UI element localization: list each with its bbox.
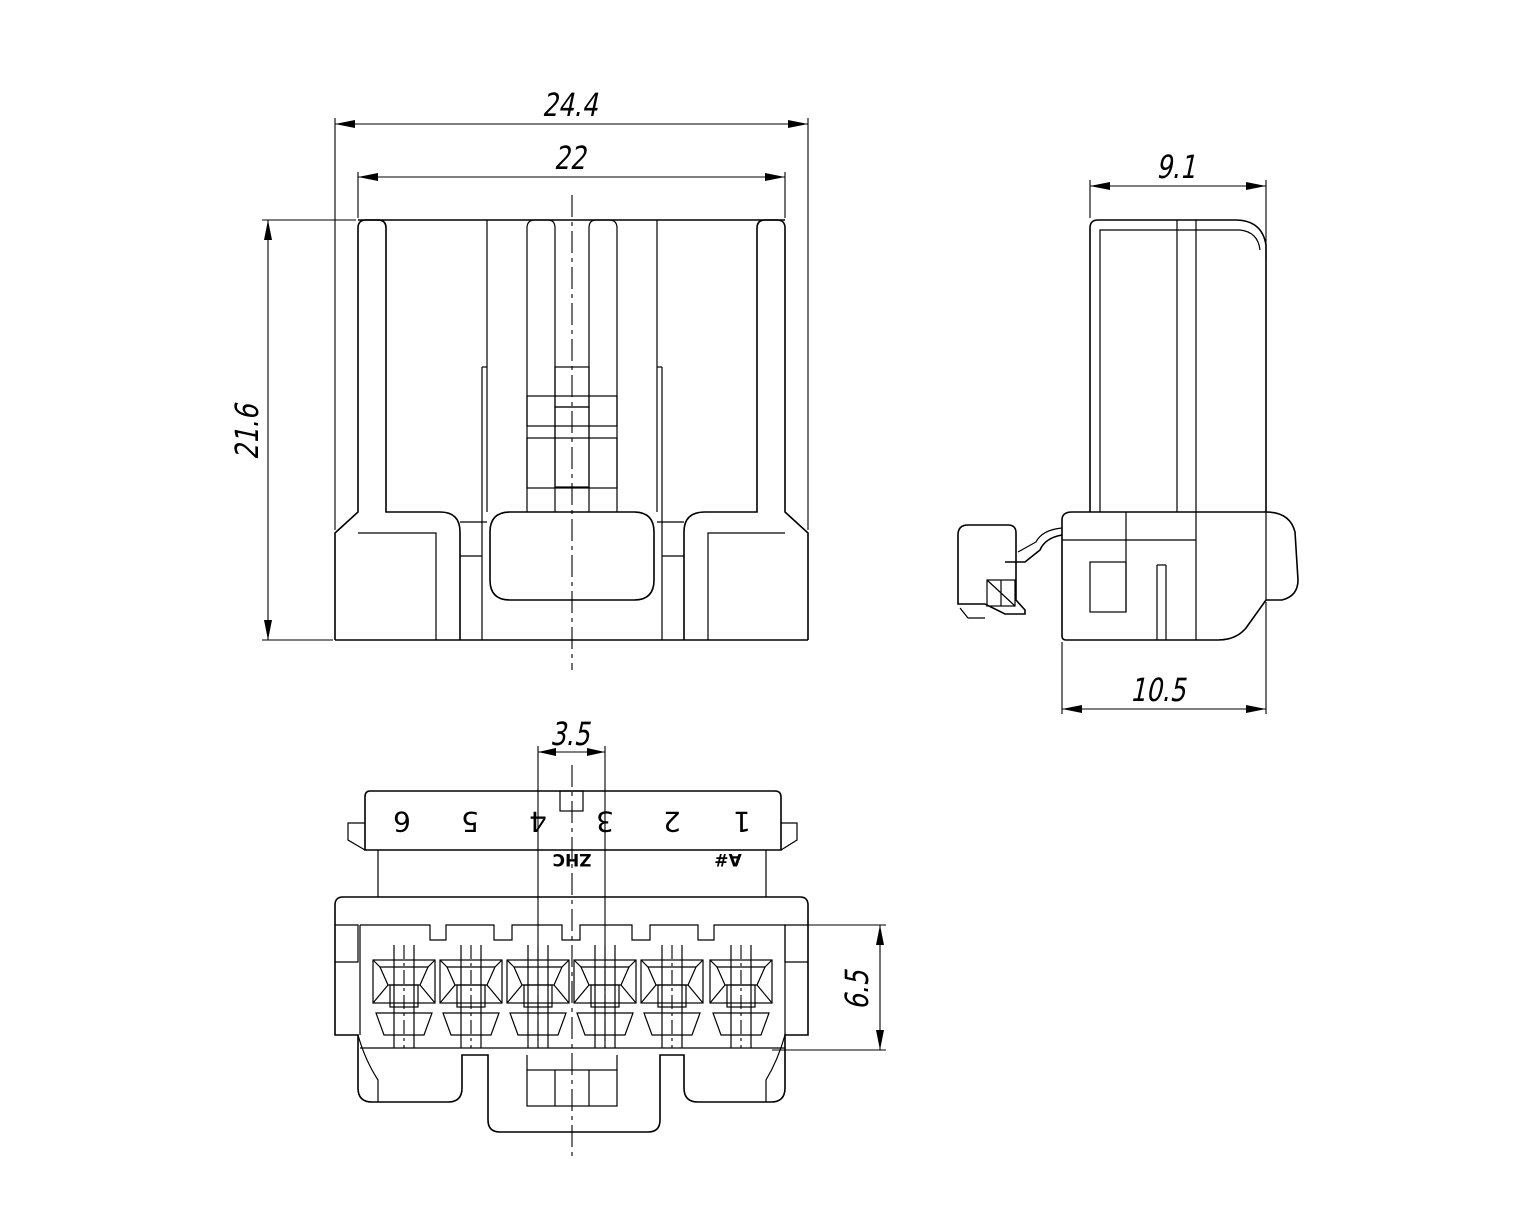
dim-label-cavity-height: 6.5 — [838, 964, 875, 1012]
dimension-overall-width: 24.4 — [334, 86, 809, 530]
pin-labels: 6 5 4 3 2 1 — [393, 805, 751, 838]
dim-label-inner-width: 22 — [552, 139, 592, 176]
side-view — [957, 219, 1299, 641]
dim-label-height: 21.6 — [228, 398, 265, 461]
dimension-cavity-height: 6.5 — [772, 924, 886, 1051]
front-view — [334, 195, 809, 670]
bottom-view — [334, 765, 809, 1160]
dim-label-overall-width: 24.4 — [540, 86, 603, 123]
terminal-cavity — [439, 945, 503, 1048]
terminal-cavity — [372, 945, 436, 1048]
pin-cavities — [372, 945, 773, 1048]
dim-label-pitch: 3.5 — [548, 715, 596, 752]
pin-label: 1 — [733, 805, 751, 838]
terminal-cavity — [709, 945, 773, 1048]
dimension-pitch: 3.5 — [537, 715, 606, 1048]
maker-marking: ZHC — [552, 849, 591, 869]
dim-label-side-bottom: 10.5 — [1128, 671, 1191, 708]
pin1-marking: A# — [714, 849, 741, 869]
dimension-side-top: 9.1 — [1089, 148, 1267, 260]
pin-label: 6 — [393, 805, 411, 838]
terminal-cavity — [640, 945, 704, 1048]
dimension-height: 21.6 — [228, 219, 356, 641]
pin-label: 2 — [663, 805, 681, 838]
pin-label: 5 — [461, 805, 479, 838]
dimension-side-bottom: 10.5 — [1061, 602, 1267, 714]
dimension-inner-width: 22 — [357, 139, 786, 218]
dim-label-side-top: 9.1 — [1154, 148, 1202, 185]
